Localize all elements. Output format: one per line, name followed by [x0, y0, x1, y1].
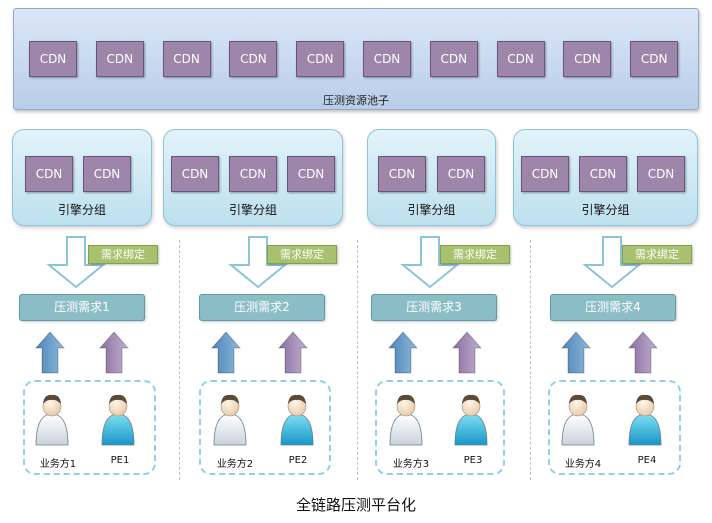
requirement-4: 压测需求4 — [550, 294, 676, 321]
cdn-node: CDN — [296, 41, 345, 77]
cdn-node: CDN — [630, 41, 679, 77]
cdn-node: CDN — [579, 156, 627, 192]
column-divider — [357, 240, 358, 480]
business-up-arrow — [560, 331, 592, 374]
cdn-node: CDN — [171, 156, 219, 192]
pe-up-arrow — [277, 331, 309, 374]
cdn-node: CDN — [95, 41, 144, 77]
pe-person-icon — [280, 394, 314, 446]
diagram-caption: 全链路压测平台化 — [295, 496, 416, 514]
bind-down-arrow — [228, 236, 288, 289]
pe-person-icon — [101, 394, 135, 446]
cdn-node: CDN — [29, 41, 77, 77]
pe-label: PE2 — [288, 455, 308, 466]
cdn-node: CDN — [521, 156, 569, 192]
cdn-node: CDN — [429, 41, 478, 77]
business-person-icon — [389, 394, 423, 446]
pe-label: PE3 — [463, 455, 483, 466]
user-group-4 — [548, 380, 681, 475]
business-label: 业务方3 — [392, 459, 430, 470]
column-divider — [179, 240, 180, 480]
engine-group-label: 引擎分组 — [407, 203, 456, 217]
business-up-arrow — [387, 331, 419, 374]
bind-down-arrow — [582, 236, 642, 289]
business-label: 业务方1 — [39, 459, 77, 470]
bind-tag: 需求绑定 — [440, 245, 510, 264]
pe-person-icon — [454, 394, 488, 446]
cdn-node: CDN — [363, 41, 411, 77]
pe-up-arrow — [627, 331, 659, 374]
user-group-2 — [199, 380, 331, 475]
pe-person-icon — [628, 394, 662, 446]
bind-tag: 需求绑定 — [622, 245, 692, 264]
bind-tag: 需求绑定 — [267, 245, 337, 264]
requirement-3: 压测需求3 — [371, 294, 497, 321]
cdn-node: CDN — [287, 156, 335, 192]
pe-label: PE4 — [637, 455, 657, 466]
bind-tag: 需求绑定 — [88, 245, 158, 264]
business-person-icon — [213, 394, 247, 446]
cdn-node: CDN — [229, 41, 278, 77]
cdn-node: CDN — [83, 156, 131, 192]
cdn-node: CDN — [496, 41, 545, 77]
cdn-node: CDN — [162, 41, 211, 77]
pool-title: 压测资源池子 — [323, 94, 389, 107]
business-label: 业务方4 — [564, 459, 602, 470]
requirement-2: 压测需求2 — [199, 294, 325, 321]
bind-down-arrow — [46, 236, 106, 289]
business-person-icon — [561, 394, 595, 446]
cdn-node: CDN — [563, 41, 612, 77]
bind-down-arrow — [400, 236, 460, 289]
engine-group-label: 引擎分组 — [228, 203, 277, 217]
engine-group-label: 引擎分组 — [57, 203, 106, 217]
pe-up-arrow — [451, 331, 483, 374]
business-up-arrow — [34, 331, 66, 374]
business-person-icon — [35, 394, 69, 446]
business-up-arrow — [210, 331, 242, 374]
cdn-node: CDN — [378, 156, 426, 192]
pe-label: PE1 — [110, 455, 130, 466]
engine-group-label: 引擎分组 — [581, 203, 630, 217]
requirement-1: 压测需求1 — [19, 294, 145, 321]
user-group-1 — [23, 380, 156, 475]
column-divider — [530, 240, 531, 480]
pe-up-arrow — [98, 331, 130, 374]
cdn-node: CDN — [637, 156, 685, 192]
cdn-node: CDN — [229, 156, 277, 192]
business-label: 业务方2 — [216, 459, 254, 470]
user-group-3 — [375, 380, 505, 475]
cdn-node: CDN — [25, 156, 73, 192]
cdn-node: CDN — [437, 156, 485, 192]
